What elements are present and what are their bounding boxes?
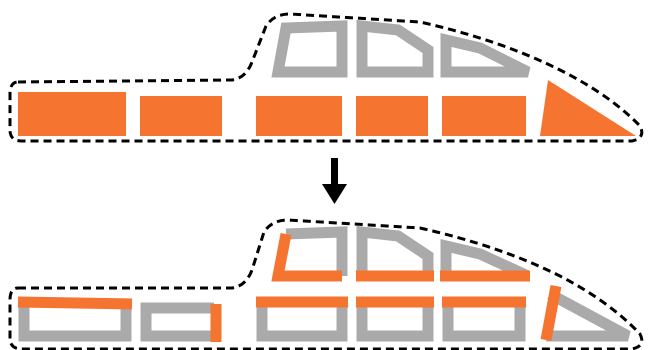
top-lower-blocks <box>18 80 636 136</box>
bottom-block-3-gray <box>256 306 348 342</box>
top-frame-1 <box>271 20 348 78</box>
bottom-vehicle-outline <box>8 218 644 350</box>
bottom-block-2-gray <box>140 302 214 342</box>
bottom-block-1-orange <box>17 296 133 310</box>
bottom-upper-frames <box>271 225 531 282</box>
bottom-vehicle <box>8 218 644 350</box>
top-block-5 <box>442 96 526 136</box>
bottom-block-5-gray <box>442 306 526 342</box>
top-block-4 <box>356 96 428 136</box>
bottom-frame-3-gray <box>440 239 531 281</box>
top-block-3 <box>256 96 342 136</box>
top-upper-frames <box>271 19 531 78</box>
down-arrow-icon <box>322 158 347 204</box>
bottom-lower-frames <box>17 284 631 342</box>
bottom-block-1-gray <box>18 306 132 342</box>
bottom-block-6-gray <box>546 289 631 342</box>
top-frame-3-wedge <box>440 33 531 78</box>
top-vehicle <box>8 12 644 143</box>
top-vehicle-outline <box>8 12 644 143</box>
bottom-block-4-gray <box>356 306 434 342</box>
top-block-6-wedge <box>540 80 636 136</box>
bottom-frame-2-gray <box>356 225 434 276</box>
bottom-frame-1-orange <box>271 232 342 282</box>
top-block-2 <box>140 96 222 136</box>
bottom-frame-1-gray <box>285 226 348 276</box>
bottom-block-6-orange <box>540 284 562 342</box>
top-frame-2 <box>356 19 434 78</box>
top-block-1 <box>18 92 126 136</box>
